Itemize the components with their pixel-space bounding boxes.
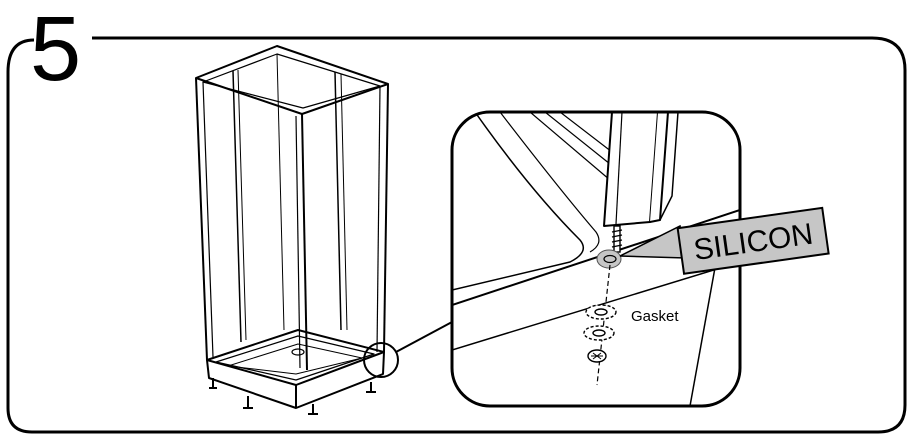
leader-line xyxy=(395,321,453,353)
step-frame xyxy=(6,36,907,434)
screw-icon xyxy=(611,225,623,253)
gasket-label: Gasket xyxy=(631,308,679,325)
silicon-blob xyxy=(596,249,622,269)
silicon-callout: SILICON xyxy=(619,206,830,275)
silicon-label-box xyxy=(676,206,830,275)
silicon-tube-nozzle xyxy=(619,224,687,259)
step-number: 5 xyxy=(30,0,81,100)
magnify-circle xyxy=(363,342,399,378)
shower-enclosure-illustration xyxy=(195,45,389,415)
detail-panel xyxy=(450,110,742,408)
gasket-ring-icon xyxy=(583,304,617,363)
assembly-axis xyxy=(596,264,611,386)
